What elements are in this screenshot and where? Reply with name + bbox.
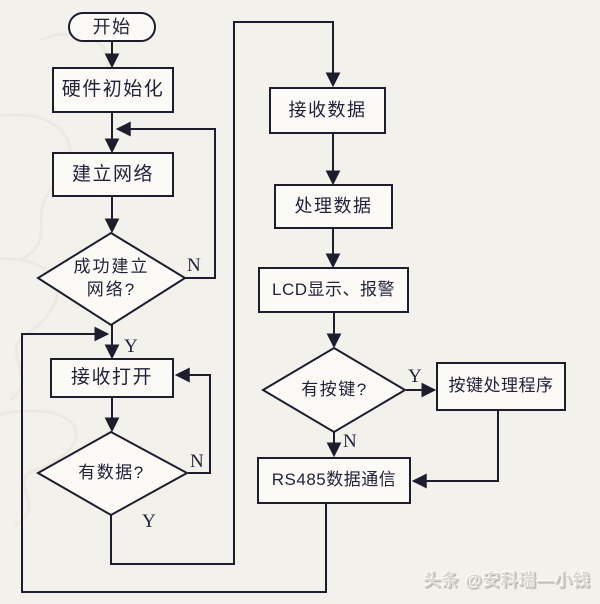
node-network-ok-label: 成功建立 网络?	[41, 250, 182, 308]
node-setup-network-label: 建立网络	[71, 163, 154, 185]
edge-networkok-n-loop	[115, 121, 216, 279]
node-lcd-alarm-shape	[258, 267, 409, 313]
edge-rs485-loop-receiveopen	[21, 326, 327, 593]
node-network-ok-label-line1: 成功建立	[73, 257, 150, 277]
branch-label-network-ok-yes: Y	[124, 336, 138, 357]
node-rs485-shape	[257, 457, 411, 504]
branch-label-has-data-yes: Y	[142, 511, 156, 532]
node-receive-open-shape	[50, 358, 174, 398]
edge-hasdata-y-receivedata	[110, 21, 341, 565]
edge-keyhandler-rs485	[411, 410, 499, 489]
node-rs485-label: RS485数据通信	[271, 470, 397, 490]
watermark-text: 头条 @安科瑞—小钱	[423, 571, 591, 590]
node-network-ok-label-line2: 网络?	[86, 280, 137, 299]
node-has-data-diamond	[35, 430, 190, 517]
node-lcd-alarm-label: LCD显示、报警	[271, 279, 395, 299]
node-has-key-label: 有按键?	[301, 379, 368, 399]
node-hw-init-label: 硬件初始化	[61, 79, 165, 101]
node-setup-network-shape	[52, 152, 174, 197]
node-start-shape	[68, 12, 156, 42]
node-key-handler-shape	[436, 362, 566, 411]
node-start-label: 开始	[92, 16, 132, 37]
node-receive-data-label: 接收数据	[288, 100, 367, 121]
branch-label-has-data-no: N	[190, 451, 204, 472]
edge-layer	[21, 21, 499, 593]
node-receive-data-shape	[269, 87, 386, 134]
node-has-data-label: 有数据?	[78, 463, 145, 483]
node-receive-open-label: 接收打开	[70, 367, 153, 389]
node-key-handler-label: 按键处理程序	[448, 376, 554, 396]
edge-hasdata-n-loop	[174, 367, 211, 474]
node-layer	[35, 12, 566, 517]
branch-label-has-key-yes: Y	[408, 366, 422, 387]
node-network-ok-diamond	[36, 231, 187, 327]
branch-label-has-key-no: N	[343, 431, 357, 452]
branch-label-network-ok-no: N	[187, 255, 201, 276]
node-process-data-shape	[274, 184, 393, 229]
node-process-data-label: 处理数据	[294, 196, 373, 217]
node-hw-init-shape	[52, 67, 174, 113]
node-has-key-diamond	[261, 346, 407, 434]
